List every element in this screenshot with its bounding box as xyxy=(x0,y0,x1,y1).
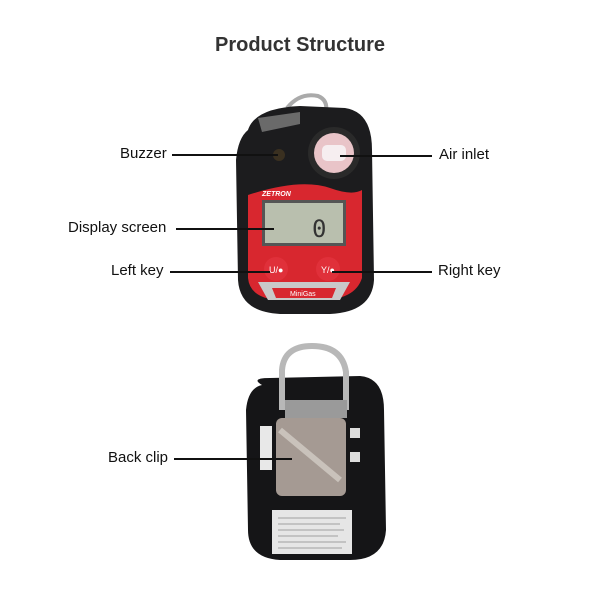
label-right-key: Right key xyxy=(438,262,501,279)
label-buzzer: Buzzer xyxy=(120,145,167,162)
device-model: MiniGas xyxy=(290,291,316,298)
label-display-screen: Display screen xyxy=(68,219,167,236)
label-left-key: Left key xyxy=(111,262,164,279)
label-air-inlet: Air inlet xyxy=(439,146,490,163)
label-back-clip: Back clip xyxy=(108,449,169,466)
device-brand: ZETRON xyxy=(261,191,292,198)
leader-line-right-key xyxy=(332,271,432,273)
back-device xyxy=(246,342,386,560)
leader-line-air-inlet xyxy=(340,155,432,157)
svg-text:U/●: U/● xyxy=(269,265,283,275)
leader-line-left-key xyxy=(170,271,270,273)
page-title: Product Structure xyxy=(214,34,386,56)
leader-line-display-screen xyxy=(176,228,274,230)
leader-line-back-clip xyxy=(174,458,292,460)
svg-text:Y/●: Y/● xyxy=(321,265,335,275)
front-device: ZETRON 0 U/● Y/● MiniGas xyxy=(236,93,374,314)
leader-line-buzzer xyxy=(172,154,278,156)
device-reading: 0 xyxy=(312,215,326,243)
